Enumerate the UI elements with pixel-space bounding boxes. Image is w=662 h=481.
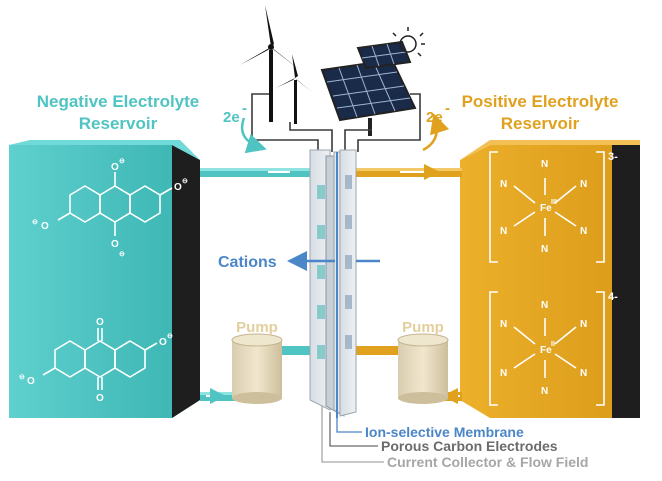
cell-stack: [309, 149, 357, 418]
ligand-n-label: N: [500, 319, 507, 330]
ferrocyanide-charge: 4-: [608, 291, 618, 303]
molecule-oxygen-label: O: [41, 221, 49, 232]
anthraquinone-reduced-molecule: [57, 172, 173, 236]
negative-reservoir-tank: [9, 140, 200, 418]
molecule-charge-label: ⊖: [32, 219, 38, 226]
molecule-charge-label: ⊖: [167, 333, 173, 340]
wind-turbine-icon: [240, 5, 312, 124]
molecule-oxygen-label: O: [111, 239, 119, 250]
right-pump-label: Pump: [402, 319, 444, 336]
molecule-charge-label: ⊖: [119, 251, 125, 258]
collector-label: Current Collector & Flow Field: [387, 454, 588, 470]
membrane-label: Ion-selective Membrane: [365, 424, 524, 440]
molecule-charge-label: ⊖: [19, 374, 25, 381]
left-pump-label: Pump: [236, 319, 278, 336]
ligand-n-label: N: [500, 368, 507, 379]
ligand-n-label: N: [541, 244, 548, 255]
electrodes-label: Porous Carbon Electrodes: [381, 438, 558, 454]
molecule-oxygen-label: O: [96, 393, 104, 404]
iron-center-label: Fe: [540, 345, 552, 356]
ligand-n-label: N: [500, 226, 507, 237]
negative-reservoir-title: Negative Electrolyte: [37, 92, 200, 111]
iron-center-label: Fe: [540, 203, 552, 214]
ligand-n-label: N: [541, 386, 548, 397]
ligand-n-label: N: [580, 179, 587, 190]
iron-oxidation-label: III: [551, 199, 557, 206]
ferricyanide-charge: 3-: [608, 151, 618, 163]
molecule-charge-label: ⊖: [119, 158, 125, 165]
negative-electron-sup: -: [242, 100, 247, 117]
cell-label-leaders: [321, 406, 384, 463]
positive-electron-sup: -: [445, 100, 450, 117]
positive-reservoir-subtitle: Reservoir: [501, 114, 580, 133]
ligand-n-label: N: [580, 226, 587, 237]
anthraquinone-oxidized-molecule: [42, 328, 158, 390]
molecule-oxygen-label: O: [27, 376, 35, 387]
electron-flow-left-arrow: [240, 117, 267, 154]
ligand-n-label: N: [580, 368, 587, 379]
molecule-oxygen-label: O: [111, 162, 119, 173]
ligand-n-label: N: [541, 300, 548, 311]
right-pump: [397, 333, 449, 404]
negative-electron-label: 2e: [223, 109, 240, 126]
positive-reservoir-title: Positive Electrolyte: [462, 92, 619, 111]
positive-electron-label: 2e: [426, 109, 443, 126]
negative-reservoir-subtitle: Reservoir: [79, 114, 158, 133]
ferricyanide-complex: [489, 151, 605, 263]
ligand-n-label: N: [580, 319, 587, 330]
ligand-n-label: N: [541, 159, 548, 170]
molecule-charge-label: ⊖: [182, 178, 188, 185]
sun-icon: [392, 27, 425, 57]
external-circuit: [251, 93, 421, 152]
iron-oxidation-label: II: [551, 341, 555, 348]
molecule-oxygen-label: O: [96, 317, 104, 328]
solar-panel-icon: [320, 40, 417, 136]
positive-reservoir-tank: [460, 140, 640, 418]
electron-flow-right-arrow: [422, 113, 450, 152]
molecule-oxygen-label: O: [174, 182, 182, 193]
ligand-n-label: N: [500, 179, 507, 190]
ferrocyanide-complex: [489, 291, 605, 406]
molecule-oxygen-label: O: [159, 337, 167, 348]
left-pump: [231, 333, 283, 404]
cations-label: Cations: [218, 254, 277, 271]
